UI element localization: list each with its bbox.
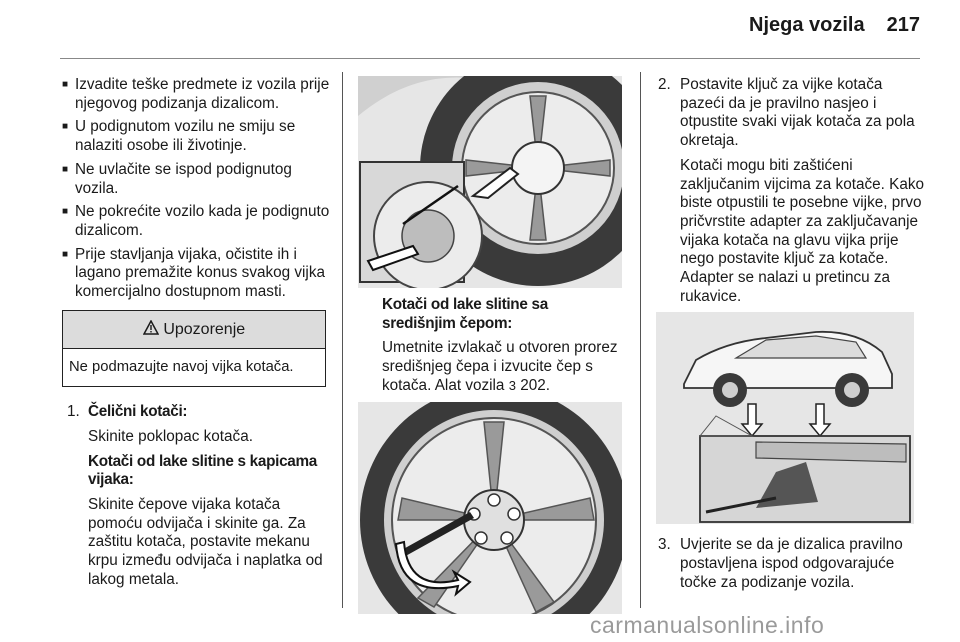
watermark: carmanualsonline.info xyxy=(590,612,825,638)
column-right: 2. Postavite ključ za vijke kotača pazeć… xyxy=(656,76,924,599)
page-reference: 202. xyxy=(520,376,550,394)
caption-title: Kotači od lake slitine sa središnjim čep… xyxy=(382,296,548,332)
step-3: 3. Uvjerite se da je dizalica pravilno p… xyxy=(658,536,924,592)
list-item: Ne uvlačite se ispod podignutog vozila. xyxy=(62,161,330,198)
step-number: 3. xyxy=(658,536,671,554)
column-middle: Kotači od lake slitine sa središnjim čep… xyxy=(358,76,624,614)
step-1: 1. Čelični kotači: Skinite poklopac kota… xyxy=(62,403,330,589)
section-title: Njega vozila xyxy=(749,14,865,36)
list-item: Ne pokrećite vozilo kada je podignuto di… xyxy=(62,203,330,240)
precaution-list: Izvadite teške predmete iz vozila prije … xyxy=(62,76,330,302)
column-divider xyxy=(640,72,641,608)
page-reference-arrow-icon: 3 xyxy=(508,377,516,393)
list-item: Izvadite teške predmete iz vozila prije … xyxy=(62,76,330,113)
wheel-bolt-cap-figure xyxy=(358,401,622,614)
list-item: Prije stavljanja vijaka, očistite ih i l… xyxy=(62,246,330,302)
figure-caption: Kotači od lake slitine sa središnjim čep… xyxy=(358,296,624,396)
header-rule xyxy=(60,58,920,59)
step-text: Skinite čepove vijaka kotača pomoću odvi… xyxy=(88,495,323,588)
caption-text: Umetnite izvlakač u otvoren prorez sredi… xyxy=(382,339,618,394)
center-cap-removal-figure xyxy=(358,76,622,288)
warning-triangle-icon xyxy=(142,319,163,338)
step-number: 1. xyxy=(67,403,80,421)
step-2: 2. Postavite ključ za vijke kotača pazeć… xyxy=(658,76,924,306)
jacking-point-figure xyxy=(656,312,914,525)
page-number: 217 xyxy=(886,14,920,36)
step-text: Uvjerite se da je dizalica pravilno post… xyxy=(680,536,903,591)
step-text: Skinite poklopac kotača. xyxy=(88,427,253,445)
step-text: Kotači mogu biti zaštićeni zaključanim v… xyxy=(680,156,924,305)
warning-box: Upozorenje Ne podmazujte navoj vijka kot… xyxy=(62,309,326,388)
warning-text: Ne podmazujte navoj vijka kotača. xyxy=(69,359,294,376)
warning-title: Upozorenje xyxy=(163,320,246,338)
page-header: Njega vozila 217 xyxy=(749,14,920,37)
column-divider xyxy=(342,72,343,608)
step-subtitle: Kotači od lake slitine s kapicama vijaka… xyxy=(88,452,318,489)
step-number: 2. xyxy=(658,76,671,93)
warning-header: Upozorenje xyxy=(63,310,325,350)
list-item: U podignutom vozilu ne smiju se nalaziti… xyxy=(62,118,330,155)
step-title: Čelični kotači: xyxy=(88,403,188,421)
column-left: Izvadite teške predmete iz vozila prije … xyxy=(62,76,330,595)
step-text: Postavite ključ za vijke kotača pazeći d… xyxy=(680,76,915,150)
